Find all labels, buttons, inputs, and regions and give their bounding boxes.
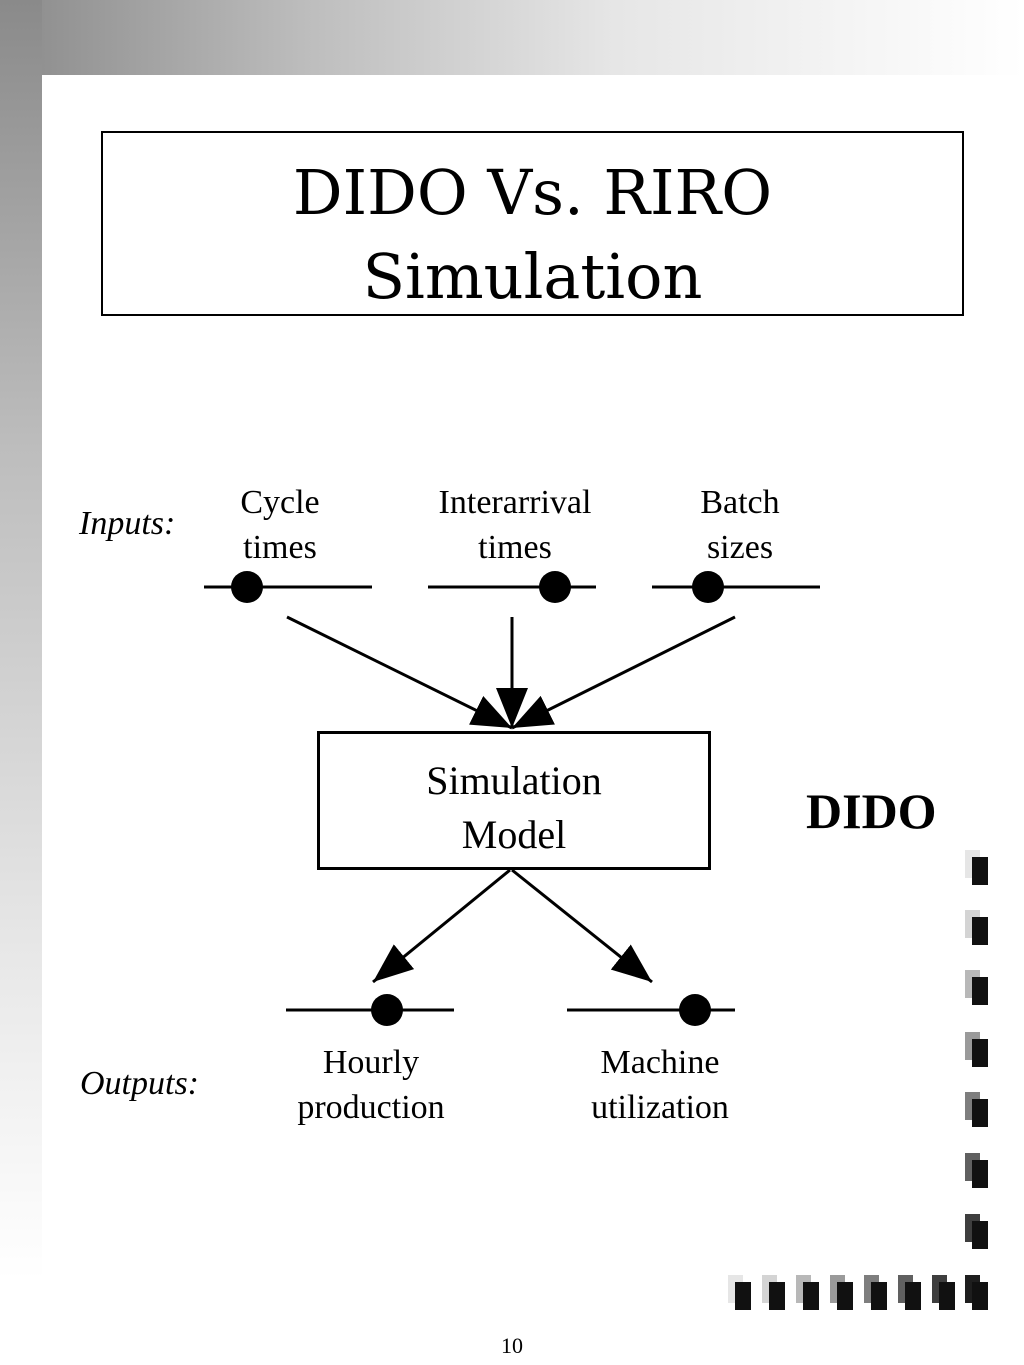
- arrow-model-to-utilization: [511, 868, 653, 984]
- deco-square-v8: [965, 1275, 988, 1310]
- dido-label: DIDO: [806, 783, 937, 839]
- input-cycle-times: Cycle times: [200, 480, 360, 570]
- output-machine-line2: utilization: [591, 1089, 729, 1126]
- output-distribution-utilization: [567, 994, 735, 1026]
- page-number: 10: [501, 1333, 523, 1358]
- input-distribution-batch: [652, 571, 820, 603]
- deco-square-h1: [728, 1275, 751, 1310]
- outputs-label: Outputs:: [80, 1065, 199, 1102]
- deco-square-h7: [932, 1275, 955, 1310]
- output-distribution-hourly: [286, 994, 454, 1026]
- deco-square-v7: [965, 1214, 988, 1249]
- output-hourly-production: Hourly production: [281, 1040, 461, 1130]
- title-line-2: Simulation: [362, 240, 703, 313]
- simulation-model-box: Simulation Model: [317, 731, 711, 870]
- output-hourly-line2: production: [297, 1089, 445, 1126]
- input-interarrival-line2: times: [478, 529, 552, 566]
- deco-square-v6: [965, 1153, 988, 1188]
- deco-square-v3: [965, 970, 988, 1005]
- title-box: DIDO Vs. RIRO Simulation: [101, 131, 964, 316]
- arrow-model-to-hourly: [372, 868, 511, 984]
- left-gradient-band: [0, 0, 42, 1280]
- input-batch-sizes-line1: Batch: [700, 484, 780, 521]
- input-batch-sizes-line2: sizes: [706, 529, 774, 566]
- title-line-1: DIDO Vs. RIRO: [292, 156, 773, 229]
- model-line-1: Simulation: [426, 758, 602, 803]
- deco-square-h2: [762, 1275, 785, 1310]
- inputs-label: Inputs:: [79, 505, 176, 542]
- model-line-2: Model: [461, 812, 567, 857]
- deco-square-h3: [796, 1275, 819, 1310]
- deco-square-v5: [965, 1092, 988, 1127]
- arrow-batch-to-model: [511, 615, 736, 730]
- input-interarrival-times: Interarrival times: [415, 480, 615, 570]
- deco-square-h6: [898, 1275, 921, 1310]
- input-distribution-interarrival: [428, 571, 596, 603]
- deco-square-v4: [965, 1032, 988, 1067]
- output-machine-utilization: Machine utilization: [570, 1040, 750, 1130]
- deco-square-v1: [965, 850, 988, 885]
- input-interarrival-line1: Interarrival: [438, 484, 592, 521]
- arrow-cycle-to-model: [286, 615, 513, 730]
- deco-square-h4: [830, 1275, 853, 1310]
- input-batch-sizes: Batch sizes: [660, 480, 820, 570]
- input-distribution-cycle: [204, 571, 372, 603]
- output-machine-line1: Machine: [600, 1044, 720, 1081]
- top-gradient-band: [0, 0, 1024, 75]
- input-cycle-times-line2: times: [243, 529, 317, 566]
- deco-square-v2: [965, 910, 988, 945]
- input-cycle-times-line1: Cycle: [240, 484, 320, 521]
- deco-square-h5: [864, 1275, 887, 1310]
- output-hourly-line1: Hourly: [322, 1044, 420, 1081]
